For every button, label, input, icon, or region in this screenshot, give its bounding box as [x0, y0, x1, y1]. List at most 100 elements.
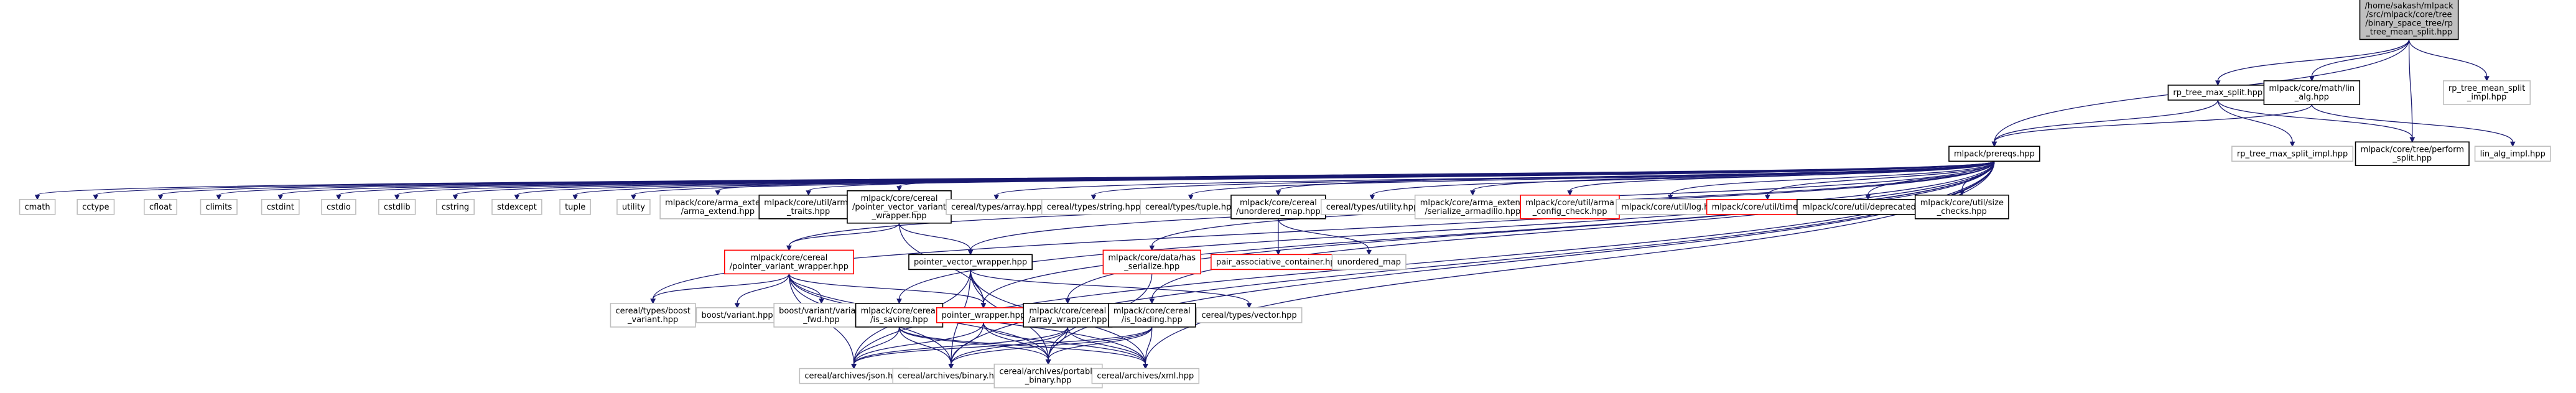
edge-ptrvarwrap-to-boostvariant — [734, 274, 790, 309]
graph-node-armaextend: mlpack/core/arma_extend/arma_extend.hpp — [659, 194, 776, 220]
node-label-line: cereal/types/utility.hpp — [1326, 203, 1418, 212]
edge-prereqs-to-cstdlib — [394, 160, 1995, 200]
graph-node-boostvarfwd: boost/variant/variant_fwd.hpp — [773, 303, 870, 328]
edge-prereqs-to-armacfg — [1567, 160, 1995, 196]
node-box — [2359, 0, 2459, 40]
node-box — [1196, 307, 1303, 323]
graph-node-cstdlib: cstdlib — [378, 198, 416, 215]
graph-node-pairassoc[interactable]: pair_associative_container.hpp — [1211, 254, 1346, 270]
node-box — [435, 198, 475, 215]
node-label-line: /home/sakash/mlpack — [2364, 1, 2453, 11]
node-box — [946, 198, 1048, 215]
node-label-line: cstdio — [327, 203, 351, 212]
node-box — [659, 194, 776, 220]
graph-node-sizechecks[interactable]: mlpack/core/util/size_checks.hpp — [1914, 194, 2009, 220]
node-label-line: cstdint — [267, 203, 294, 212]
graph-node-rpmax[interactable]: rp_tree_max_split.hpp — [2167, 85, 2268, 101]
node-label-line: _impl.hpp — [2467, 93, 2507, 102]
graph-node-armacfg[interactable]: mlpack/core/util/arma_config_check.hpp — [1520, 194, 1620, 220]
node-box — [19, 198, 56, 215]
graph-node-portable: cereal/archives/portable_binary.hpp — [993, 363, 1103, 389]
node-label-line: _split.hpp — [2392, 154, 2432, 163]
node-box — [2355, 141, 2470, 167]
node-box — [1023, 303, 1113, 328]
node-label-line: tuple — [565, 203, 585, 212]
edge-ptrvecwrap-to-vector — [970, 269, 1252, 309]
node-label-line: _serialize.hpp — [1123, 262, 1179, 271]
edge-isloading-to-binary — [948, 326, 1153, 369]
graph-node-cstdio: cstdio — [321, 198, 356, 215]
graph-node-ptrvarwrap[interactable]: mlpack/core/cereal/pointer_variant_wrapp… — [723, 249, 854, 275]
graph-node-ptrvecwrap[interactable]: pointer_vector_wrapper.hpp — [908, 254, 1033, 270]
node-label-line: mlpack/core/cereal — [1114, 307, 1191, 316]
node-box — [1230, 194, 1326, 220]
node-label-line: unordered_map — [1337, 257, 1401, 267]
node-box — [2443, 80, 2531, 105]
node-label-line: mlpack/core/cereal — [1029, 307, 1106, 316]
edge-prereqs-to-ptrvecvar — [896, 160, 1995, 192]
graph-node-isloading[interactable]: mlpack/core/cereal/is_loading.hpp — [1108, 303, 1196, 328]
graph-node-arraywrap[interactable]: mlpack/core/cereal/array_wrapper.hpp — [1023, 303, 1113, 328]
graph-node-vector: cereal/types/vector.hpp — [1196, 307, 1303, 323]
edge-root-to-linalg — [2309, 39, 2410, 82]
node-label-line: _config_check.hpp — [1532, 207, 1607, 216]
node-label-line: lin_alg_impl.hpp — [2480, 149, 2546, 159]
node-label-line: _checks.hpp — [1937, 207, 1987, 216]
node-box — [723, 249, 854, 275]
graph-node-prereqs[interactable]: mlpack/prereqs.hpp — [1948, 146, 2040, 162]
node-label-line: mlpack/core/cereal — [1240, 198, 1317, 208]
graph-node-issaving[interactable]: mlpack/core/cereal/is_saving.hpp — [855, 303, 944, 328]
edge-isloading-to-portable — [1045, 326, 1153, 365]
node-label-line: /pointer_variant_wrapper.hpp — [730, 262, 849, 271]
node-label-line: cereal/types/string.hpp — [1047, 203, 1141, 212]
node-label-line: pointer_wrapper.hpp — [942, 311, 1025, 320]
node-box — [1914, 194, 2009, 220]
edge-rpmax-to-perform — [2217, 99, 2416, 143]
graph-node-utilityhpp: cereal/types/utility.hpp — [1320, 198, 1424, 215]
graph-node-serarma: mlpack/core/arma_extend/serialize_armadi… — [1414, 194, 1531, 220]
graph-node-tuplehpp: cereal/types/tuple.hpp — [1140, 198, 1242, 215]
node-label-line: rp_tree_mean_split — [2448, 84, 2525, 93]
graph-node-armatraits[interactable]: mlpack/core/util/arma_traits.hpp — [758, 194, 858, 220]
graph-node-tuple: tuple — [559, 198, 592, 215]
edge-prereqs-to-string — [1090, 160, 1995, 200]
node-label-line: climits — [205, 203, 232, 212]
node-label-line: mlpack/core/cereal — [861, 307, 938, 316]
node-label-line: cereal/types/boost — [615, 307, 690, 316]
node-box — [2263, 80, 2361, 105]
graph-node-climits: climits — [200, 198, 238, 215]
node-label-line: boost/variant.hpp — [701, 311, 773, 320]
graph-node-perform[interactable]: mlpack/core/tree/perform_split.hpp — [2355, 141, 2470, 167]
graph-node-ptrwrap[interactable]: pointer_wrapper.hpp — [936, 307, 1031, 323]
edge-unordered-to-pairassoc — [1275, 218, 1281, 256]
node-box — [200, 198, 238, 215]
graph-node-hasser[interactable]: mlpack/core/data/has_serialize.hpp — [1102, 249, 1201, 275]
node-box — [1091, 368, 1200, 384]
node-label-line: /serialize_armadillo.hpp — [1425, 207, 1520, 216]
graph-node-cstring: cstring — [435, 198, 475, 215]
node-label-line: cereal/archives/portable — [999, 368, 1097, 377]
graph-node-binary: cereal/archives/binary.hpp — [892, 368, 1010, 384]
graph-node-unordered[interactable]: mlpack/core/cereal/unordered_map.hpp — [1230, 194, 1326, 220]
node-label-line: pair_associative_container.hpp — [1216, 257, 1341, 267]
node-box — [1140, 198, 1242, 215]
graph-node-ptrvecvar[interactable]: mlpack/core/cereal/pointer_vector_varian… — [847, 190, 952, 224]
node-label-line: cereal/types/array.hpp — [951, 203, 1041, 212]
graph-node-cfloat: cfloat — [144, 198, 177, 215]
graph-node-linalg[interactable]: mlpack/core/math/lin_alg.hpp — [2263, 80, 2361, 105]
node-box — [610, 303, 696, 328]
graph-node-json: cereal/archives/json.hpp — [799, 368, 909, 384]
edge-ptrvecvar-to-ptrvecwrap — [898, 223, 974, 256]
node-box — [1041, 198, 1146, 215]
node-label-line: _fwd.hpp — [802, 315, 840, 325]
graph-node-stdexcept: stdexcept — [491, 198, 542, 215]
node-box — [378, 198, 416, 215]
edge-prereqs-to-ptrwrap — [980, 161, 1995, 309]
graph-node-root[interactable]: /home/sakash/mlpack/src/mlpack/core/tree… — [2359, 0, 2459, 40]
node-box — [1520, 194, 1620, 220]
node-box — [2231, 146, 2354, 162]
graph-node-string: cereal/types/string.hpp — [1041, 198, 1146, 215]
node-label-line: /arma_extend.hpp — [681, 207, 755, 216]
node-box — [1948, 146, 2040, 162]
node-label-line: mlpack/prereqs.hpp — [1954, 149, 2035, 159]
